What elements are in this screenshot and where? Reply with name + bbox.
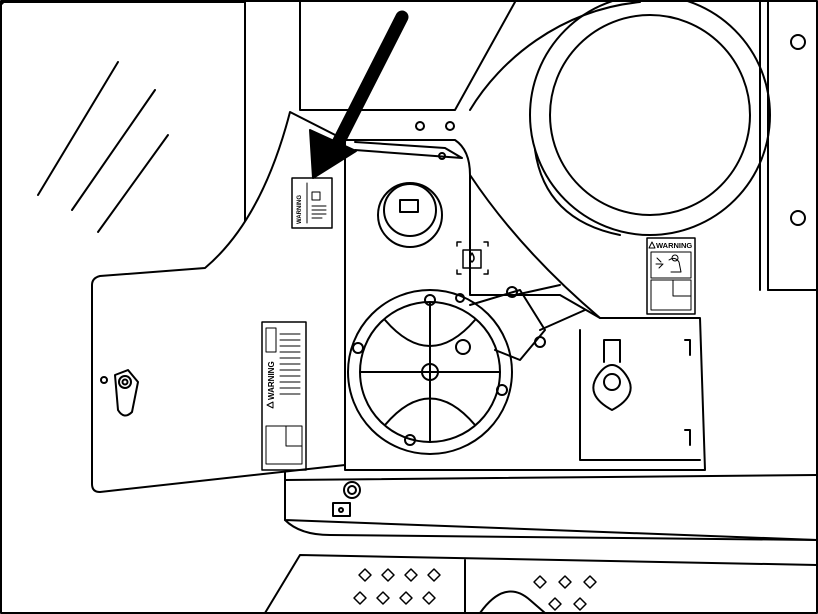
door-prop-rod bbox=[354, 141, 463, 160]
right-bay bbox=[579, 329, 701, 461]
filter-housing bbox=[347, 284, 586, 455]
warning-triangle-icon-2 bbox=[648, 241, 656, 249]
cab-window bbox=[1, 1, 246, 291]
filler-cap bbox=[377, 182, 443, 248]
arrow-down-left-icon bbox=[309, 10, 409, 179]
door-latch bbox=[100, 369, 139, 417]
machine-body bbox=[264, 1, 818, 614]
fluid-decal bbox=[456, 241, 489, 275]
compartment-opening bbox=[344, 139, 706, 471]
mounting-bolts bbox=[415, 121, 455, 131]
compartment-warning-text: WARNING bbox=[656, 241, 692, 250]
door-warning-text: WARNING bbox=[267, 361, 276, 400]
door-warning-decal: WARNING bbox=[261, 321, 307, 471]
lower-bolt bbox=[332, 481, 361, 517]
access-door bbox=[91, 111, 346, 493]
door-small-decal-text: WARNING bbox=[297, 195, 303, 224]
warning-triangle-icon bbox=[266, 401, 274, 409]
compartment-warning-decal: WARNING bbox=[646, 237, 696, 315]
large-round-cover bbox=[529, 0, 771, 236]
